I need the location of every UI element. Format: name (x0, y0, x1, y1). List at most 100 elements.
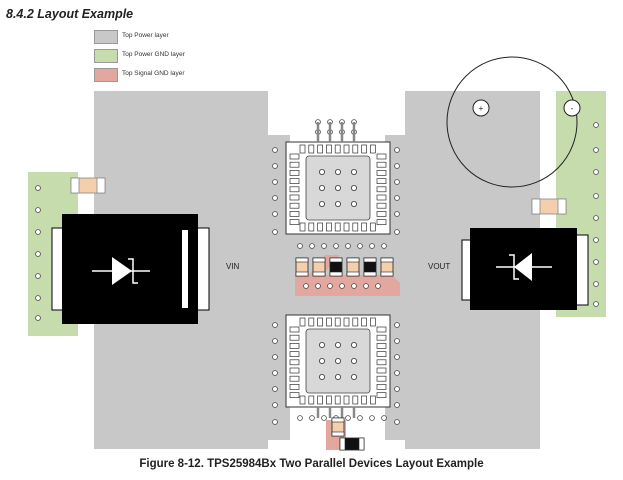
via (272, 419, 278, 425)
via (272, 179, 278, 185)
chip-pin (289, 194, 300, 201)
via (593, 147, 599, 153)
via (363, 283, 369, 289)
minus-label: - (571, 104, 574, 113)
thermal-via (350, 341, 357, 348)
chip-pin (376, 375, 387, 382)
via (593, 122, 599, 128)
chip-pin (376, 202, 387, 209)
component-pad (339, 437, 346, 451)
chip-pin (376, 334, 387, 341)
chip-pin (289, 367, 300, 374)
right-diode-symbol-bar (509, 254, 519, 280)
chip-pin (376, 178, 387, 184)
component-pad (346, 257, 360, 263)
chip-pin (334, 395, 341, 405)
via (381, 243, 387, 249)
via (351, 283, 357, 289)
chip-pin (361, 144, 367, 154)
chip-pin (376, 170, 387, 176)
thermal-via (334, 200, 341, 207)
chip-pin (352, 395, 359, 405)
chip-pin (343, 144, 350, 154)
chip-pin (308, 395, 315, 405)
thermal-via (318, 341, 325, 348)
via (593, 169, 599, 175)
chip-pin (299, 317, 306, 327)
passive-component (312, 257, 326, 277)
via (345, 415, 351, 421)
chip-pin (370, 144, 376, 154)
chip-pin (370, 317, 376, 327)
legend-swatch-top-signal-gnd (94, 68, 118, 82)
chip-pin (376, 186, 387, 193)
chip-pin (376, 153, 387, 160)
via (357, 415, 363, 421)
via (35, 273, 41, 279)
chip-pin (361, 222, 367, 232)
chip-pin (352, 317, 359, 327)
vout-label: VOUT (428, 262, 450, 271)
chip-pin (334, 222, 341, 232)
via (35, 229, 41, 235)
via (394, 386, 400, 392)
vin-label: VIN (226, 262, 240, 271)
chip-pin (361, 317, 367, 327)
chip-pin (352, 144, 359, 154)
chip-pin (376, 219, 387, 225)
chip-pin (376, 211, 387, 217)
chip-pin (343, 395, 350, 405)
via (593, 281, 599, 287)
bottom-passive-pair (331, 417, 365, 451)
bulk-capacitor-outline (446, 56, 578, 188)
device-packages (285, 141, 391, 408)
chip-pin (376, 384, 387, 390)
via (297, 243, 303, 249)
passive-component (346, 257, 360, 277)
component-pad (363, 257, 377, 263)
via (369, 415, 375, 421)
via (394, 179, 400, 185)
chip-pin (299, 222, 306, 232)
via (394, 419, 400, 425)
legend-label: Top Power GND layer (122, 51, 185, 58)
component-pad (380, 271, 394, 277)
bulk-capacitor-plus-pad (472, 99, 490, 117)
chip-pin (289, 359, 300, 366)
via (321, 243, 327, 249)
via (35, 185, 41, 191)
thermal-via (318, 200, 325, 207)
component-pad (329, 257, 343, 263)
chip-pin (289, 202, 300, 209)
chip-pin (370, 222, 376, 232)
thermal-via (334, 168, 341, 175)
component-pad (295, 271, 309, 277)
legend-label: Top Power layer (122, 32, 169, 39)
chip-pin (289, 343, 300, 349)
legend-swatch-top-power (94, 30, 118, 44)
via (272, 386, 278, 392)
thermal-via (350, 357, 357, 364)
right-capacitor (531, 198, 567, 215)
thermal-via (318, 373, 325, 380)
via (272, 163, 278, 169)
component-pad (312, 271, 326, 277)
component-pad (380, 257, 394, 263)
chip-pin (376, 161, 387, 168)
via (309, 415, 315, 421)
via (394, 354, 400, 360)
chip-pin (334, 317, 341, 327)
left-diode-lead-right (196, 227, 210, 311)
via (593, 301, 599, 307)
thermal-via (334, 341, 341, 348)
via (309, 243, 315, 249)
passive-component (363, 257, 377, 277)
chip-pin (334, 144, 341, 154)
via (394, 211, 400, 217)
via-field (35, 119, 599, 425)
device-package-top (285, 141, 391, 235)
chip-pin (376, 343, 387, 349)
section-heading: 8.4.2 Layout Example (6, 7, 134, 21)
component-pad (358, 437, 365, 451)
thermal-via (318, 168, 325, 175)
